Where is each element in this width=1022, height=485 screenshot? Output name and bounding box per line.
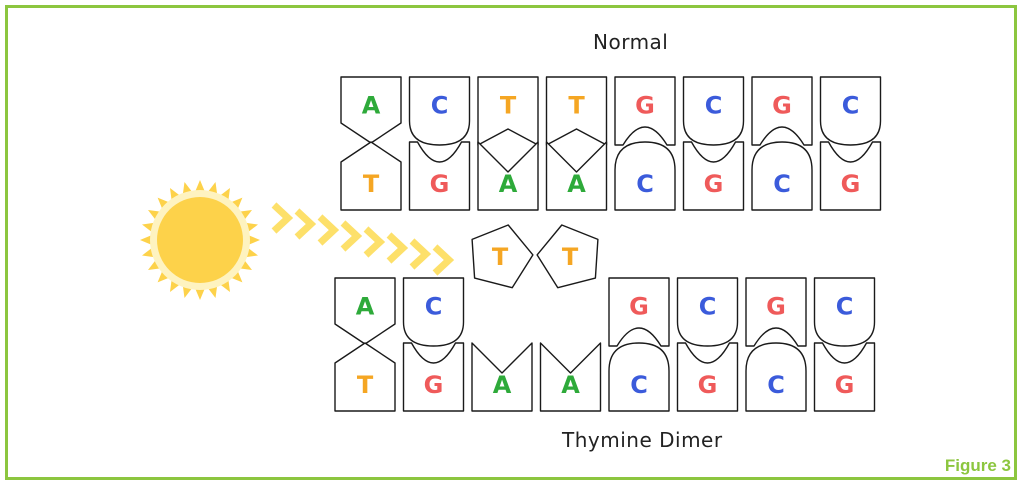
- dimer-bottom-base-letter-8: G: [835, 371, 855, 399]
- dimer-bottom-nucleotide-4: [539, 342, 602, 412]
- normal-top-nucleotide-2: [408, 76, 471, 146]
- dimer-top-base-letter-1: A: [356, 293, 375, 321]
- dimer-top-nucleotide-5: [608, 277, 670, 347]
- thymine-dimer-letter-2: T: [562, 243, 579, 271]
- sun-disc: [157, 197, 243, 283]
- thymine-dimer-letter-1: T: [492, 243, 509, 271]
- normal-top-nucleotide-3: [477, 76, 539, 146]
- dimer-bottom-base-letter-7: C: [767, 371, 785, 399]
- uv-ray-chevron-icon: [294, 208, 317, 240]
- normal-bottom-nucleotide-1: [340, 141, 402, 211]
- normal-top-nucleotide-7: [751, 76, 813, 146]
- normal-top-nucleotide-6: [682, 76, 745, 146]
- normal-top-nucleotide-5: [614, 76, 676, 146]
- normal-bottom-nucleotide-5: [614, 141, 676, 211]
- normal-top-base-letter-7: G: [772, 92, 792, 120]
- normal-top-nucleotide-4: [545, 76, 608, 146]
- thymine-dimer-pentagon-1: [471, 224, 534, 289]
- uv-ray-chevron-icon: [363, 226, 386, 258]
- normal-top-base-letter-4: T: [568, 92, 585, 120]
- dimer-bottom-nucleotide-5: [608, 342, 670, 412]
- normal-bottom-nucleotide-7: [751, 141, 813, 211]
- dimer-top-base-letter-5: G: [629, 293, 649, 321]
- uv-ray-chevron-icon: [271, 202, 294, 234]
- normal-bottom-base-letter-6: G: [704, 170, 724, 198]
- normal-bottom-base-letter-4: A: [567, 170, 586, 198]
- normal-bottom-nucleotide-2: [408, 141, 471, 211]
- normal-bottom-nucleotide-6: [682, 141, 745, 211]
- figure-label: Figure 3: [944, 456, 1011, 475]
- dimer-bottom-base-letter-3: A: [493, 371, 512, 399]
- dimer-bottom-base-letter-1: T: [357, 371, 374, 399]
- dimer-bottom-nucleotide-6: [676, 342, 739, 412]
- dimer-top-base-letter-6: C: [699, 293, 717, 321]
- normal-bottom-base-letter-2: G: [430, 170, 450, 198]
- dimer-bottom-nucleotide-2: [402, 342, 465, 412]
- dimer-bottom-nucleotide-7: [745, 342, 807, 412]
- dimer-bottom-base-letter-6: G: [698, 371, 718, 399]
- thymine-dimer-pentagon-2: [536, 224, 599, 289]
- normal-top-nucleotide-1: [340, 76, 402, 144]
- dimer-bottom-nucleotide-1: [334, 342, 396, 412]
- dimer-bottom-nucleotide-8: [813, 342, 876, 412]
- dimer-bottom-base-letter-2: G: [424, 371, 444, 399]
- sun-icon: [140, 180, 260, 300]
- uv-ray-chevron-icon: [340, 220, 363, 252]
- normal-bottom-base-letter-7: C: [773, 170, 791, 198]
- normal-bottom-nucleotide-4: [545, 141, 608, 211]
- normal-title: Normal: [593, 30, 669, 54]
- normal-bottom-base-letter-3: A: [499, 170, 518, 198]
- dimer-bottom-nucleotide-3: [471, 342, 533, 412]
- uv-rays: [271, 202, 455, 276]
- normal-top-base-letter-6: C: [705, 92, 723, 120]
- uv-ray-chevron-icon: [317, 214, 340, 246]
- normal-bottom-base-letter-5: C: [636, 170, 654, 198]
- uv-ray-chevron-icon: [432, 244, 455, 276]
- normal-bottom-base-letter-8: G: [841, 170, 861, 198]
- normal-bottom-nucleotide-8: [819, 141, 882, 211]
- uv-ray-chevron-icon: [409, 238, 432, 270]
- dimer-top-nucleotide-2: [402, 277, 465, 347]
- dimer-bottom-base-letter-4: A: [561, 371, 580, 399]
- dimer-top-base-letter-8: C: [836, 293, 854, 321]
- thymine-dimer-title: Thymine Dimer: [562, 428, 723, 452]
- normal-top-base-letter-3: T: [500, 92, 517, 120]
- dimer-top-nucleotide-1: [334, 277, 396, 345]
- normal-bottom-nucleotide-3: [477, 141, 539, 211]
- normal-top-base-letter-8: C: [842, 92, 860, 120]
- normal-top-base-letter-1: A: [362, 92, 381, 120]
- normal-top-nucleotide-8: [819, 76, 882, 146]
- dimer-bottom-base-letter-5: C: [630, 371, 648, 399]
- normal-bottom-base-letter-1: T: [363, 170, 380, 198]
- dimer-top-nucleotide-7: [745, 277, 807, 347]
- uv-ray-chevron-icon: [386, 232, 409, 264]
- dimer-top-base-letter-2: C: [425, 293, 443, 321]
- normal-top-base-letter-2: C: [431, 92, 449, 120]
- dimer-top-nucleotide-8: [813, 277, 876, 347]
- normal-top-base-letter-5: G: [635, 92, 655, 120]
- dimer-top-nucleotide-6: [676, 277, 739, 347]
- dimer-top-base-letter-7: G: [766, 293, 786, 321]
